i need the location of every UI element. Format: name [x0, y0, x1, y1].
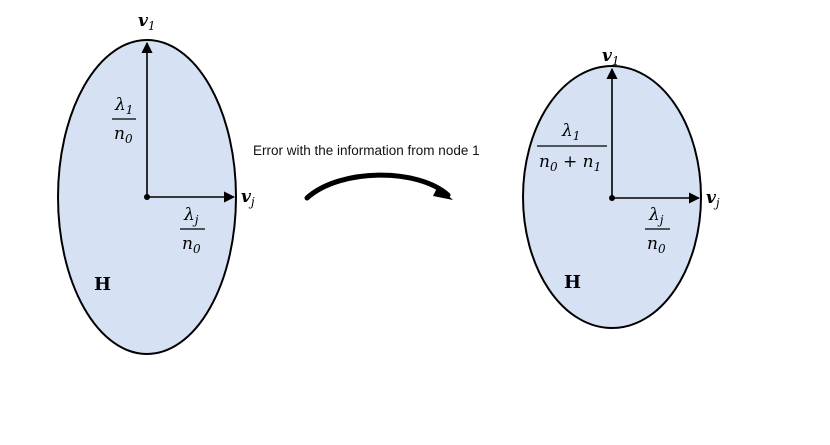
- left-right-vector-label: vj: [241, 187, 255, 209]
- left-horizontal-fraction: λj n0: [180, 205, 205, 256]
- left-top-vector-label: v1: [138, 11, 156, 33]
- svg-text:λ1: λ1: [561, 121, 580, 143]
- left-vertical-fraction: λ1 n0: [112, 95, 136, 146]
- svg-text:n0: n0: [114, 124, 133, 146]
- svg-text:λ1: λ1: [114, 95, 133, 117]
- left-ellipse-group: v1 vj λ1 n0 λj n0 H: [57, 11, 255, 355]
- svg-text:n0: n0: [182, 234, 201, 256]
- right-vertical-fraction: λ1 n0 + n1: [537, 121, 607, 174]
- right-matrix-label: H: [564, 272, 581, 293]
- curved-arrow: [304, 172, 451, 201]
- curved-arrow-head: [433, 186, 453, 200]
- svg-text:λj: λj: [183, 205, 199, 227]
- right-right-vector-label: vj: [706, 188, 720, 210]
- right-horizontal-fraction: λj n0: [645, 205, 670, 256]
- svg-text:n0: n0: [647, 234, 666, 256]
- transition-caption: Error with the information from node 1: [253, 143, 480, 158]
- left-matrix-label: H: [94, 274, 111, 295]
- right-top-vector-label: v1: [602, 46, 620, 68]
- transition-group: Error with the information from node 1: [253, 143, 480, 201]
- left-origin-dot: [144, 194, 150, 200]
- right-origin-dot: [609, 195, 615, 201]
- svg-text:λj: λj: [648, 205, 664, 227]
- svg-text:n0 + n1: n0 + n1: [539, 152, 601, 174]
- right-ellipse-group: v1 vj λ1 n0 + n1 λj n0 H: [522, 46, 720, 329]
